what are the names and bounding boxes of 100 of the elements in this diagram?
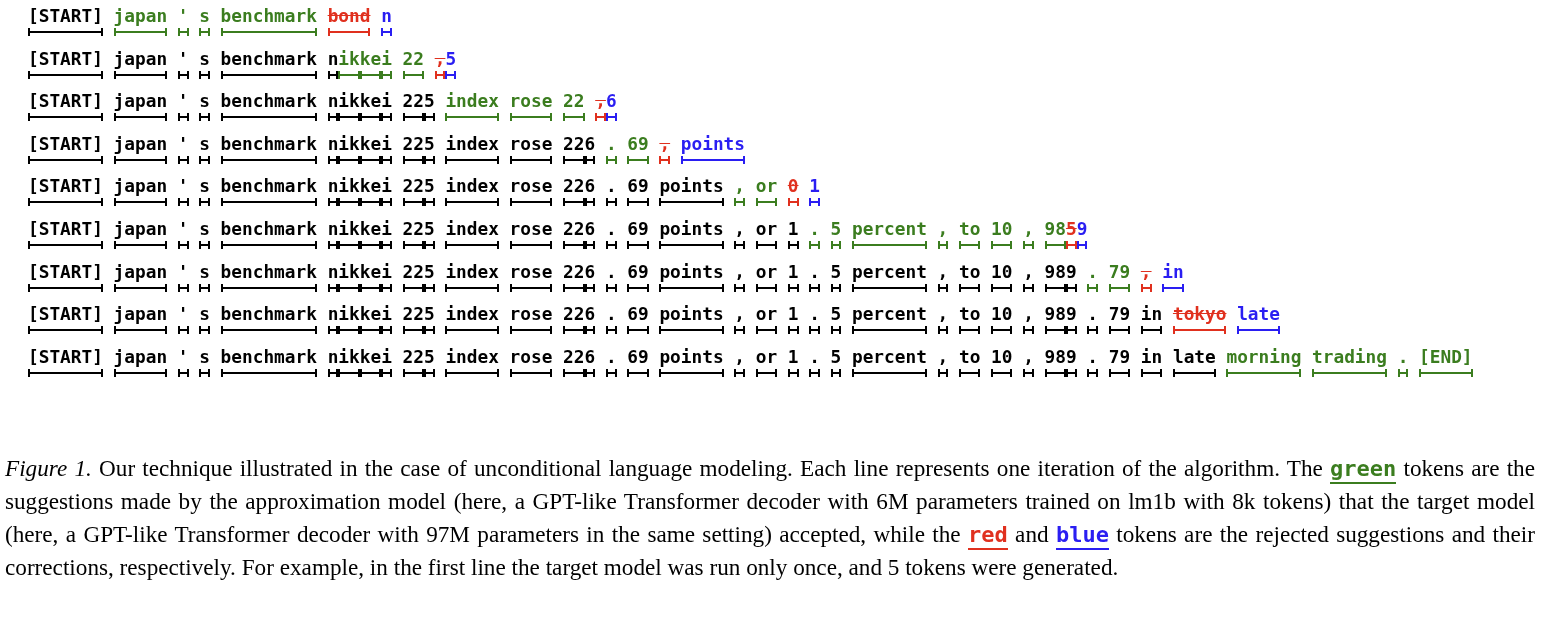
token: i — [381, 344, 392, 374]
token: rose — [509, 302, 553, 332]
token: n — [327, 89, 339, 119]
token: , — [1023, 344, 1034, 374]
correction-token: 9 — [1076, 216, 1088, 246]
token: 10 — [991, 259, 1013, 289]
token: or — [755, 344, 778, 374]
token: , — [937, 344, 949, 374]
token: . — [1087, 302, 1099, 332]
token: , — [1023, 259, 1034, 289]
token: 22 — [402, 131, 424, 161]
token: or — [755, 216, 778, 246]
token: ik — [338, 302, 360, 332]
token: ik — [338, 131, 360, 161]
rejected-token: , — [595, 89, 606, 119]
token: index — [445, 259, 499, 289]
token: index — [445, 344, 499, 374]
token: points — [659, 302, 724, 332]
token: 22 — [563, 302, 585, 332]
token: or — [755, 302, 778, 332]
token: in — [1140, 344, 1163, 374]
accepted-token: s — [199, 4, 210, 33]
token: ik — [338, 344, 360, 374]
token: benchmark — [220, 131, 317, 161]
accepted-token: . — [1397, 344, 1409, 374]
token: japan — [113, 216, 168, 246]
token: [START] — [28, 174, 103, 204]
token: 5 — [424, 89, 435, 119]
token: benchmark — [220, 302, 317, 332]
token: ik — [338, 216, 360, 246]
accepted-token: , — [937, 216, 949, 246]
token: ' — [177, 174, 189, 204]
token: 5 — [424, 216, 435, 246]
accepted-token: . — [605, 131, 617, 161]
token: [START] — [28, 4, 103, 33]
token: s — [199, 344, 210, 374]
token: , — [734, 259, 745, 289]
token: to — [958, 259, 981, 289]
accepted-token: i — [381, 46, 392, 76]
token: . — [605, 259, 617, 289]
token: to — [958, 302, 981, 332]
accepted-token: index — [445, 89, 499, 119]
token: benchmark — [220, 344, 317, 374]
token: [START] — [28, 259, 103, 289]
token: [START] — [28, 46, 103, 76]
accepted-token: or — [755, 174, 778, 204]
token: to — [958, 344, 981, 374]
token: rose — [509, 131, 553, 161]
token: ' — [177, 344, 189, 374]
accepted-token: ke — [359, 46, 382, 76]
token: . — [809, 259, 820, 289]
token: japan — [113, 302, 168, 332]
token: 6 — [584, 174, 596, 204]
token: rose — [509, 344, 553, 374]
token: ik — [338, 174, 360, 204]
token: 6 — [584, 302, 596, 332]
accepted-token: [END] — [1419, 344, 1473, 374]
token: 9 — [1065, 344, 1077, 374]
token: 22 — [402, 174, 424, 204]
token: n — [327, 46, 339, 76]
token: , — [734, 302, 745, 332]
token: s — [199, 46, 210, 76]
token: s — [199, 216, 210, 246]
token: 5 — [830, 344, 842, 374]
token: 79 — [1108, 344, 1131, 374]
rejected-token: tokyo — [1172, 302, 1227, 332]
token: ik — [338, 259, 360, 289]
token: [START] — [28, 89, 103, 119]
accepted-token: 22 — [563, 89, 585, 119]
token: n — [327, 131, 339, 161]
rejected-token: 5 — [1065, 216, 1077, 246]
token: . — [809, 302, 820, 332]
token: ' — [177, 46, 189, 76]
token: 69 — [627, 259, 649, 289]
token: 5 — [830, 259, 842, 289]
token: 5 — [424, 302, 435, 332]
token: percent — [851, 344, 927, 374]
rejected-token: 0 — [787, 174, 799, 204]
token: 22 — [402, 89, 424, 119]
accepted-token: 79 — [1108, 259, 1131, 289]
token: ' — [177, 216, 189, 246]
accepted-token: japan — [113, 4, 168, 33]
accepted-token: . — [1087, 259, 1099, 289]
token: 69 — [627, 174, 649, 204]
token: , — [734, 216, 745, 246]
token: 22 — [402, 302, 424, 332]
token: 6 — [584, 131, 596, 161]
token: ke — [359, 259, 382, 289]
token: ke — [359, 174, 382, 204]
correction-token: in — [1162, 259, 1184, 289]
token: japan — [113, 174, 168, 204]
token: i — [381, 174, 392, 204]
token: i — [381, 259, 392, 289]
token: n — [327, 259, 339, 289]
token: . — [1087, 344, 1099, 374]
token: rose — [509, 259, 553, 289]
token: 1 — [787, 302, 799, 332]
token: benchmark — [220, 46, 317, 76]
token: s — [199, 259, 210, 289]
token: index — [445, 302, 499, 332]
